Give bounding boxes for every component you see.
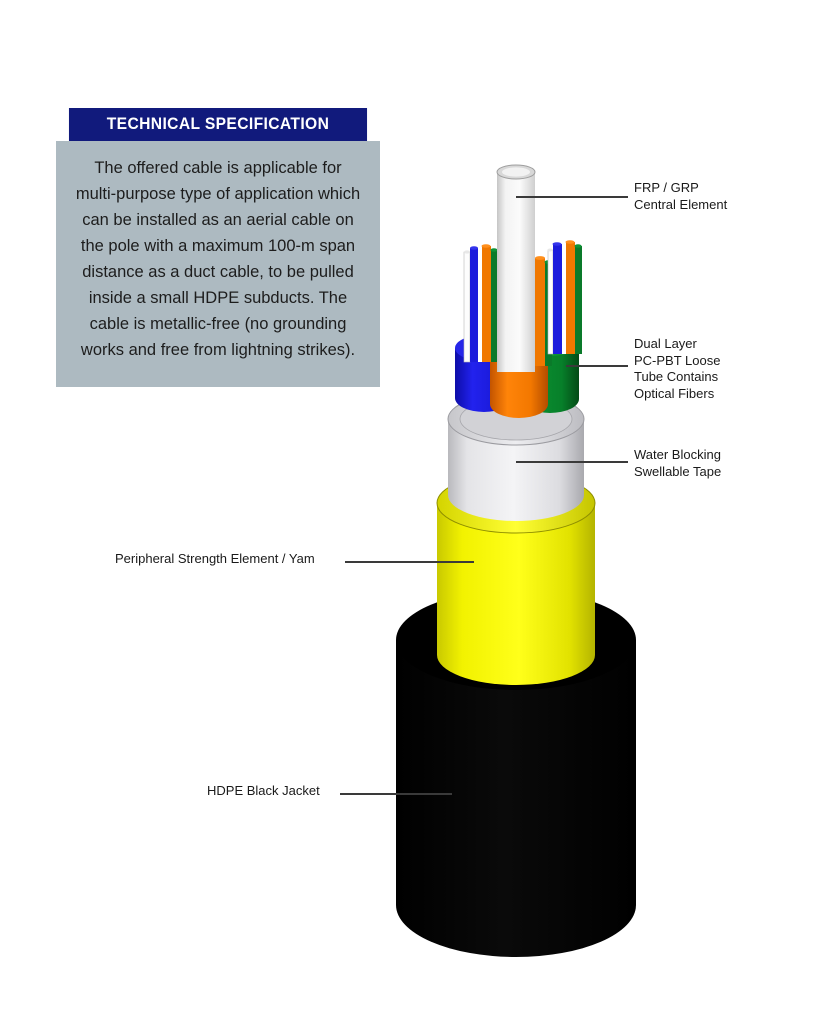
fiber-bundle-left (463, 244, 498, 363)
loose-tube-group (455, 330, 579, 418)
technical-specification-title: TECHNICAL SPECIFICATION (68, 108, 368, 141)
label-peripheral-strength-yarn: Peripheral Strength Element / Yam (115, 551, 315, 566)
hdpe-black-jacket-layer (396, 590, 636, 957)
optical-fiber-strand-group (463, 240, 582, 367)
frp-grp-central-element (496, 164, 536, 372)
loose-tube-orange (490, 339, 548, 418)
label-water-blocking-swellable-tape: Water Blocking Swellable Tape (634, 447, 722, 479)
technical-specification-body: The offered cable is applicable for mult… (56, 141, 380, 387)
water-blocking-swellable-tape-layer (447, 392, 585, 521)
fiber-bundle-right (547, 240, 582, 355)
label-hdpe-black-jacket: HDPE Black Jacket (207, 783, 320, 798)
peripheral-strength-yarn-layer (436, 472, 596, 685)
technical-specification-panel: TECHNICAL SPECIFICATION The offered cabl… (56, 108, 380, 387)
fiber-bundle-center (515, 256, 552, 367)
label-frp-grp-central-element: FRP / GRP Central Element (634, 180, 728, 212)
leader-line-group (340, 195, 628, 796)
loose-tube-blue (455, 335, 513, 412)
loose-tube-green (521, 330, 579, 413)
label-loose-tube-optical-fibers: Dual Layer PC-PBT Loose Tube Contains Op… (634, 336, 721, 401)
